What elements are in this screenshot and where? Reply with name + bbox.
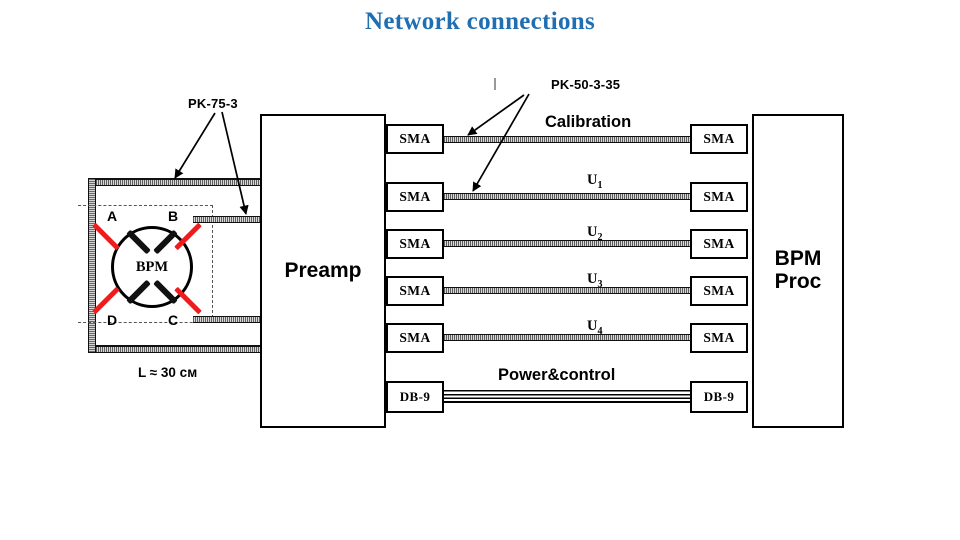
bpm-pickup-label: BPM — [135, 259, 169, 275]
processor-port-sma-1[interactable]: SMA — [690, 124, 748, 154]
processor-port-db9[interactable]: DB-9 — [690, 381, 748, 413]
link-cable-u4 — [444, 334, 690, 341]
processor-port-sma-5[interactable]: SMA — [690, 323, 748, 353]
cable-pk75-d — [96, 346, 263, 353]
link-label-u2: U2 — [587, 224, 602, 243]
beam-pipe-left-wall — [88, 178, 96, 353]
cable-pk75-a — [96, 179, 263, 186]
bpm-processor-block[interactable]: BPM Proc — [752, 114, 844, 428]
arrow-pk50-to-calibration-cable — [467, 94, 525, 136]
bpm-pickup-circle — [111, 226, 193, 308]
link-label-u4-text: U — [587, 318, 598, 334]
link-cable-calibration — [444, 136, 690, 143]
stray-tick-mark — [494, 78, 496, 90]
electrode-label-d: D — [107, 312, 118, 328]
processor-port-sma-4[interactable]: SMA — [690, 276, 748, 306]
slide-title: Network connections — [365, 8, 595, 35]
preamp-port-sma-1[interactable]: SMA — [386, 124, 444, 154]
link-cable-u2 — [444, 240, 690, 247]
link-label-power-control: Power&control — [498, 366, 616, 384]
link-label-u4: U4 — [587, 318, 602, 337]
pipe-length-label: L ≈ 30 см — [138, 365, 198, 380]
processor-port-sma-3[interactable]: SMA — [690, 229, 748, 259]
link-cable-power-control — [444, 390, 690, 403]
link-cable-u3 — [444, 287, 690, 294]
electrode-label-c: C — [168, 312, 179, 328]
beam-aperture-outline — [78, 205, 213, 323]
electrode-label-a: A — [107, 208, 118, 224]
preamp-port-sma-3[interactable]: SMA — [386, 229, 444, 259]
link-label-u2-text: U — [587, 224, 598, 240]
cable-type-pk75-label: PK-75-3 — [188, 96, 238, 111]
preamp-block[interactable]: Preamp — [260, 114, 386, 428]
arrow-pk75-to-b-cable — [221, 111, 249, 215]
link-label-u3: U3 — [587, 271, 602, 290]
cable-type-pk50-label: PK-50-3-35 — [551, 77, 621, 92]
link-label-u1-index: 1 — [597, 179, 603, 191]
processor-port-sma-2[interactable]: SMA — [690, 182, 748, 212]
preamp-port-db9[interactable]: DB-9 — [386, 381, 444, 413]
link-label-u3-index: 3 — [597, 278, 603, 290]
link-label-u1: U1 — [587, 172, 602, 191]
cable-pk75-b — [193, 216, 263, 223]
preamp-port-sma-2[interactable]: SMA — [386, 182, 444, 212]
electrode-label-b: B — [168, 208, 179, 224]
preamp-port-sma-4[interactable]: SMA — [386, 276, 444, 306]
bpm-processor-label: BPM Proc — [774, 247, 822, 293]
link-label-u3-text: U — [587, 271, 598, 287]
preamp-port-sma-5[interactable]: SMA — [386, 323, 444, 353]
link-label-calibration: Calibration — [545, 113, 632, 131]
arrow-pk75-to-top-cable — [174, 112, 216, 179]
link-label-u1-text: U — [587, 172, 598, 188]
link-label-u2-index: 2 — [597, 231, 603, 243]
link-cable-u1 — [444, 193, 690, 200]
cable-pk75-c — [193, 316, 263, 323]
preamp-label: Preamp — [284, 258, 362, 282]
link-label-u4-index: 4 — [597, 325, 603, 337]
